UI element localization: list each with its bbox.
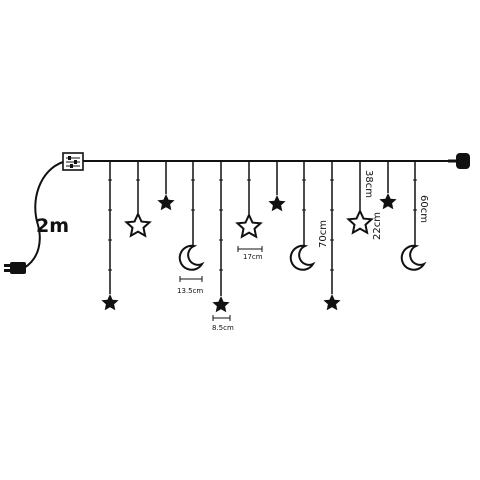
strand-7 bbox=[268, 161, 286, 212]
strand-6 bbox=[236, 161, 262, 238]
controller-box-icon bbox=[62, 152, 84, 171]
strand-3 bbox=[157, 161, 175, 211]
strand-38-label: 38cm bbox=[363, 170, 374, 198]
strand-70-label: 70cm bbox=[318, 220, 329, 248]
strand-5 bbox=[212, 161, 230, 313]
solid-star-icon bbox=[212, 296, 230, 313]
strand-9 bbox=[323, 161, 341, 311]
end-cap-icon bbox=[448, 153, 470, 169]
star-outline-width-label: 17cm bbox=[243, 253, 263, 261]
strand-11 bbox=[379, 161, 397, 210]
solid-star-icon bbox=[379, 193, 397, 210]
usb-plug-icon bbox=[4, 262, 26, 274]
outline-star-icon bbox=[347, 210, 373, 234]
crescent-moon-icon bbox=[289, 244, 314, 271]
strand-8 bbox=[289, 161, 314, 271]
cord-length-label: 2m bbox=[36, 215, 69, 237]
solid-star-icon bbox=[101, 294, 119, 311]
strand-12 bbox=[400, 161, 425, 271]
strand-2 bbox=[125, 161, 151, 237]
dimension-brackets bbox=[179, 246, 263, 321]
strand-ticks bbox=[108, 179, 417, 271]
solid-star-icon bbox=[157, 194, 175, 211]
strand-4 bbox=[178, 161, 203, 271]
strand-10 bbox=[347, 161, 373, 234]
strand-1 bbox=[101, 161, 119, 311]
strand-22-label: 22cm bbox=[372, 212, 383, 240]
outline-star-icon bbox=[236, 214, 262, 238]
solid-star-icon bbox=[323, 294, 341, 311]
outline-star-icon bbox=[125, 213, 151, 237]
star-small-width-label: 8.5cm bbox=[212, 324, 234, 332]
crescent-moon-icon bbox=[178, 244, 203, 271]
crescent-moon-icon bbox=[400, 244, 425, 271]
moon-width-label: 13.5cm bbox=[177, 287, 203, 295]
solid-star-icon bbox=[268, 195, 286, 212]
strand-60-label: 60cm bbox=[418, 195, 429, 223]
power-cord bbox=[23, 161, 64, 269]
